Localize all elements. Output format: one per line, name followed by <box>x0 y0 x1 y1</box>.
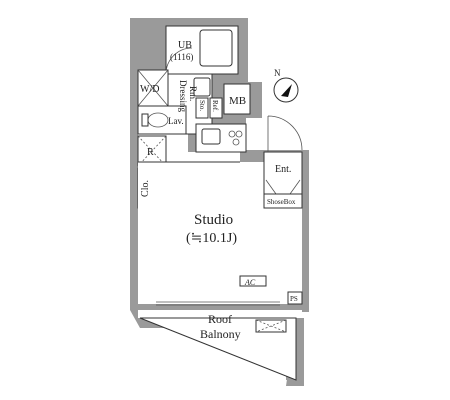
label-roof: Roof <box>208 312 232 326</box>
label-sto: Sto. <box>198 100 206 111</box>
label-ent: Ent. <box>275 164 291 175</box>
compass-label: N <box>274 68 281 78</box>
label-balcony: Balnony <box>200 327 241 341</box>
compass-icon: N <box>273 68 299 103</box>
label-ps: PS <box>290 295 298 303</box>
meter-box <box>223 83 251 115</box>
window <box>156 301 280 306</box>
labels: UB (1116) W/D Dressing Rm. Sto. Ref. Lav… <box>140 40 298 341</box>
kitchen <box>195 123 247 153</box>
label-ub: UB <box>178 40 192 51</box>
pipe-space <box>287 291 303 305</box>
label-dressing-rm: Rm. <box>188 86 198 101</box>
roof-balcony <box>139 317 297 381</box>
label-r: R <box>147 147 154 158</box>
unit-bath <box>165 25 239 75</box>
entrance <box>263 115 303 209</box>
label-wd: W/D <box>140 84 159 95</box>
label-ref: Ref. <box>211 100 219 112</box>
label-studio-size: (≒10.1J) <box>186 231 237 246</box>
label-shoebox: ShoseBox <box>267 198 296 206</box>
label-ub-size: (1116) <box>170 52 193 62</box>
lavatory <box>137 105 187 135</box>
air-conditioner <box>239 275 267 287</box>
label-mb: MB <box>229 95 246 107</box>
label-studio: Studio <box>194 212 233 228</box>
label-dressing: Dressing <box>178 80 188 112</box>
label-ac: AC <box>244 278 256 287</box>
label-lav: Lav. <box>168 116 184 126</box>
label-clo: Clo. <box>140 180 151 197</box>
